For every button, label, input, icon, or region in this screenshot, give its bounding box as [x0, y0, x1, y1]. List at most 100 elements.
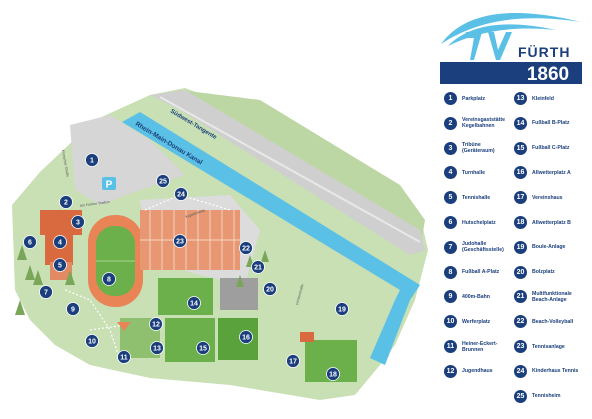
map-marker-label: 12: [152, 322, 160, 329]
map-marker-circle: [85, 153, 99, 167]
map-marker-3[interactable]: 3: [71, 215, 85, 229]
legend-label: Bolzplatz: [532, 269, 555, 276]
map-marker-14[interactable]: 14: [187, 296, 201, 310]
map-marker-15[interactable]: 15: [196, 341, 210, 355]
legend-number: 14: [514, 116, 527, 130]
walkways: [64, 194, 231, 361]
map-marker-10[interactable]: 10: [85, 334, 99, 348]
legend-number: 25: [514, 389, 527, 403]
legend-label: Multifunktionale Beach-Anlage: [532, 290, 572, 303]
legend-label: Beach-Volleyball: [532, 318, 574, 325]
map-marker-19[interactable]: 19: [335, 302, 349, 316]
legend-label: Turnhalle: [462, 169, 485, 176]
map-marker-label: 20: [266, 287, 274, 294]
map-marker-label: 8: [107, 277, 111, 284]
map-marker-label: 1: [90, 158, 94, 165]
map-marker-13[interactable]: 13: [150, 341, 164, 355]
map-marker-7[interactable]: 7: [39, 285, 53, 299]
map-marker-label: 19: [338, 307, 346, 314]
legend-item-14[interactable]: 14 Fußball B-Platz: [514, 116, 589, 130]
map-marker-circle: [173, 234, 187, 248]
map-marker-23[interactable]: 23: [173, 234, 187, 248]
legend-number: 15: [514, 141, 527, 155]
map-marker-24[interactable]: 24: [174, 187, 188, 201]
map-marker-6[interactable]: 6: [23, 235, 37, 249]
legend-label: Kinderhaus Tennis: [532, 368, 579, 375]
legend-item-21[interactable]: 21 Multifunktionale Beach-Anlage: [514, 290, 589, 304]
legend-label: Kleinfeld: [532, 95, 554, 102]
legend-label: Fußball A-Platz: [462, 269, 500, 276]
map-marker-5[interactable]: 5: [53, 258, 67, 272]
legend-label: Parkplatz: [462, 95, 486, 102]
map-marker-circle: [117, 350, 131, 364]
map-marker-2[interactable]: 2: [59, 195, 73, 209]
legend-item-4[interactable]: 4 Turnhalle: [444, 166, 519, 180]
map-marker-circle: [239, 330, 253, 344]
legend-label: Vereinshaus: [532, 194, 563, 201]
map-marker-circle: [53, 258, 67, 272]
legend-label: Werferplatz: [462, 318, 491, 325]
legend-number: 6: [444, 216, 457, 229]
map-marker-12[interactable]: 12: [149, 317, 163, 331]
map-marker-label: 18: [329, 372, 337, 379]
club-map: P: [12, 88, 428, 400]
map-marker-label: 4: [58, 240, 62, 247]
road-centerline: [159, 96, 421, 243]
legend-label: Tennishalle: [462, 194, 491, 201]
legend-label: Tennisanlage: [532, 343, 565, 350]
map-marker-4[interactable]: 4: [53, 235, 67, 249]
parking-lot: [70, 115, 185, 205]
legend-number: 4: [444, 166, 457, 180]
legend-label: Heiner-Eckert- Brunnen: [462, 340, 498, 353]
map-marker-label: 11: [120, 355, 128, 362]
map-marker-circle: [66, 302, 80, 316]
map-marker-21[interactable]: 21: [251, 260, 265, 274]
map-marker-label: 21: [254, 265, 262, 272]
map-marker-20[interactable]: 20: [263, 282, 277, 296]
logo-swoosh-outer: [441, 12, 581, 44]
legend-number: 18: [514, 216, 527, 229]
map-marker-9[interactable]: 9: [66, 302, 80, 316]
map-marker-22[interactable]: 22: [239, 241, 253, 255]
map-marker-17[interactable]: 17: [286, 354, 300, 368]
map-marker-11[interactable]: 11: [117, 350, 131, 364]
map-marker-18[interactable]: 18: [326, 367, 340, 381]
map-marker-label: 23: [176, 239, 184, 246]
legend-number: 20: [514, 265, 527, 279]
canal-rhein-main-donau: [122, 112, 420, 365]
fuerth-1860-logo: FÜRTH 1860: [440, 12, 582, 85]
map-marker-label: 2: [64, 200, 68, 207]
legend-label: Fußball B-Platz: [532, 120, 570, 127]
legend-number: 21: [514, 290, 527, 304]
map-marker-16[interactable]: 16: [239, 330, 253, 344]
map-marker-8[interactable]: 8: [102, 272, 116, 286]
map-marker-label: 15: [199, 346, 207, 353]
map-marker-1[interactable]: 1: [85, 153, 99, 167]
legend-item-20[interactable]: 20 Bolzplatz: [514, 265, 589, 279]
label-minor3: Kapellenweg: [185, 208, 205, 219]
map-marker-25[interactable]: 25: [156, 174, 170, 188]
map-marker-circle: [251, 260, 265, 274]
logo-v: [488, 32, 512, 60]
